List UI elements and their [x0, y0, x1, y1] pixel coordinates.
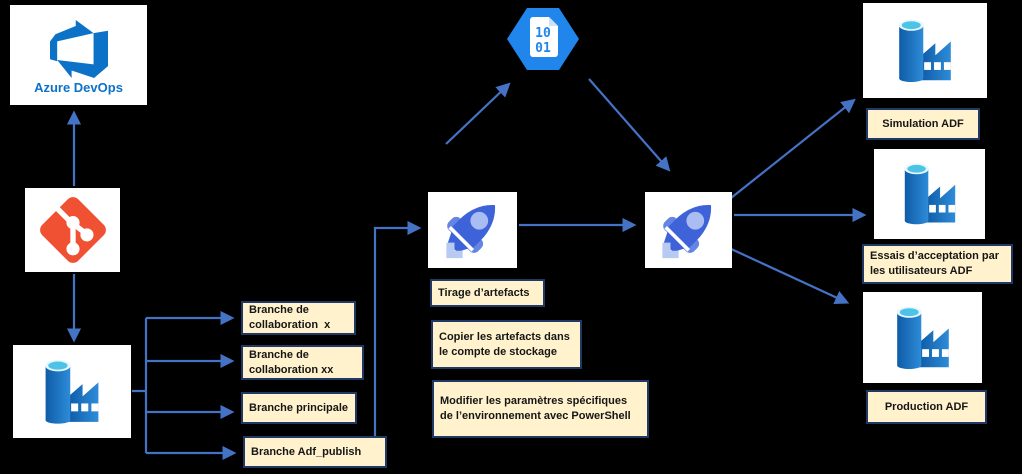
data-factory-icon	[881, 8, 969, 94]
env-box-simulation: Simulation ADF	[866, 108, 980, 140]
release-pipeline-node	[645, 192, 732, 268]
branch-box-adf-publish: Branche Adf_publish	[243, 436, 387, 468]
branch-box-collaboration-x: Branche de collaboration x	[241, 301, 356, 335]
connector-adfpublish-to-build	[373, 220, 422, 437]
data-factory-icon	[27, 348, 117, 436]
task-box-modifier-parametres: Modifier les paramètres spécifiques de l…	[432, 380, 649, 438]
data-factory-icon	[879, 295, 967, 381]
production-adf-node	[863, 292, 982, 383]
data-factory-icon	[887, 152, 973, 236]
adf-dev-node	[13, 345, 131, 438]
uat-adf-node	[874, 149, 985, 239]
artifact-icon: 10 01	[507, 8, 579, 70]
simulation-adf-node	[863, 3, 987, 98]
git-icon	[32, 189, 114, 271]
git-node	[25, 188, 120, 272]
pipeline-rocket-icon	[436, 193, 510, 267]
azure-devops-logo-icon	[50, 20, 108, 78]
task-box-tirage-artefacts: Tirage d’artefacts	[430, 279, 545, 307]
branch-box-principale: Branche principale	[241, 392, 357, 424]
task-box-copier-artefacts: Copier les artefacts dans le compte de s…	[431, 320, 582, 369]
connector-build-to-artifact	[445, 82, 511, 145]
azure-devops-label: Azure DevOps	[34, 79, 123, 95]
artifact-digits-top: 10	[535, 26, 551, 41]
build-pipeline-node	[428, 192, 517, 268]
env-box-uat: Essais d’acceptation par les utilisateur…	[862, 244, 1013, 284]
connector-branch-trunk	[132, 318, 148, 453]
connector-artifact-to-release	[588, 78, 671, 172]
pipeline-rocket-icon	[652, 193, 726, 267]
branch-box-collaboration-xx: Branche de collaboration xx	[241, 345, 364, 380]
env-box-production: Production ADF	[866, 390, 987, 424]
artifact-digits-bottom: 01	[535, 41, 551, 56]
connector-release-to-production	[728, 247, 850, 304]
connector-release-to-simulation	[730, 98, 856, 199]
azure-devops-node: Azure DevOps	[10, 5, 147, 105]
